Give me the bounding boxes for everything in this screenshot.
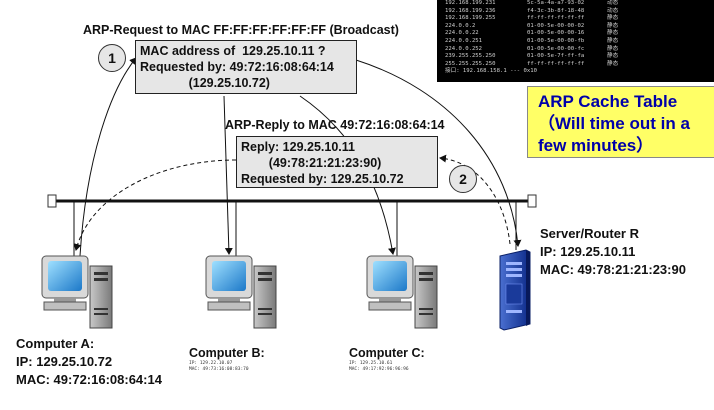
row-type: 静态 — [607, 30, 619, 37]
arp-cache-terminal: 192.168.199.231 5c-5a-4a-a7-93-02 动态 192.1… — [437, 0, 714, 82]
computer-a-mac: MAC: 49:72:16:08:64:14 — [16, 372, 162, 387]
row-mac: 01-00-5e-00-00-fc — [527, 45, 585, 52]
cache-title: ARP Cache Table — [538, 92, 678, 111]
row-type: 静态 — [607, 53, 619, 60]
cache-note-line1: （Will time out in a — [538, 114, 690, 133]
row-type: 动态 — [607, 7, 619, 14]
reply-arrow-server — [439, 154, 511, 245]
row-mac: 01-00-5e-00-00-02 — [527, 22, 585, 29]
row-type: 动态 — [607, 0, 619, 6]
terminal-interface-line: 接口: 192.168.158.1 --- 0x10 — [445, 68, 538, 75]
computer-c-mac: MAC: 49:17:92:96:96:96 — [349, 367, 409, 372]
terminal-row: 192.168.199.255 ff-ff-ff-ff-ff-ff 静态 — [437, 15, 714, 23]
bus-terminator-right — [527, 194, 537, 208]
computer-b-ip: IP: 129.22.10.07 — [189, 361, 233, 366]
request-line-requester-mac: Requested by: 49:72:16:08:64:14 — [140, 60, 334, 74]
terminal-row: 192.168.199.236 f4-3c-3b-8f-18-48 动态 — [437, 8, 714, 16]
request-arrow-server — [355, 59, 522, 247]
computer-c-name: Computer C: — [349, 346, 425, 360]
row-type: 静态 — [607, 37, 619, 44]
row-mac: 01-00-5e-00-00-fb — [527, 37, 585, 44]
terminal-row: 接口: 192.168.158.1 --- 0x10 — [437, 68, 714, 76]
computer-a-icon — [41, 255, 113, 329]
arp-reply-box: Reply: 129.25.10.11 (49:78:21:21:23:90) … — [236, 136, 438, 188]
computer-a-label: Computer A: IP: 129.25.10.72 MAC: 49:72:… — [16, 335, 162, 389]
arp-request-box: MAC address of 129.25.10.11 ? Requested … — [135, 40, 357, 94]
row-ip: 224.0.0.251 — [445, 37, 483, 44]
row-type: 静态 — [607, 22, 619, 29]
cache-note-line2: few minutes） — [538, 136, 654, 155]
row-ip: 224.0.0.2 — [445, 22, 476, 29]
row-ip: 239.255.255.250 — [445, 53, 496, 60]
terminal-row: 239.255.255.250 01-00-5e-7f-ff-fa 静态 — [437, 53, 714, 61]
terminal-row: 224.0.0.22 01-00-5e-00-00-16 静态 — [437, 30, 714, 38]
server-mac: MAC: 49:78:21:21:23:90 — [540, 262, 686, 277]
reply-arrow-a — [73, 159, 237, 251]
reply-line-requester: Requested by: 129.25.10.72 — [241, 172, 404, 186]
row-mac: ff-ff-ff-ff-ff-ff — [527, 15, 585, 22]
request-line-requester-ip: (129.25.10.72) — [140, 76, 270, 90]
row-ip: 192.168.199.231 — [445, 0, 496, 6]
row-ip: 192.168.199.255 — [445, 15, 496, 22]
arp-cache-table-callout: ARP Cache Table （Will time out in a few … — [527, 86, 714, 158]
reply-line-mac: (49:78:21:21:23:90) — [241, 156, 382, 170]
computer-b-name: Computer B: — [189, 346, 265, 360]
terminal-row: 255.255.255.250 ff-ff-ff-ff-ff-ff 静态 — [437, 61, 714, 69]
request-line-target: MAC address of 129.25.10.11 ? — [140, 44, 326, 58]
computer-c-icon — [366, 255, 438, 329]
row-type: 静态 — [607, 60, 619, 67]
step-1-badge: 1 — [98, 44, 126, 72]
server-tower-icon — [499, 249, 531, 331]
row-mac: f4-3c-3b-8f-18-48 — [527, 7, 585, 14]
server-label: Server/Router R IP: 129.25.10.11 MAC: 49… — [540, 225, 686, 279]
computer-b-mac: MAC: 49:73:16:08:83:70 — [189, 367, 249, 372]
step-2-badge: 2 — [449, 165, 477, 193]
row-mac: 01-00-5e-7f-ff-fa — [527, 53, 585, 60]
row-type: 静态 — [607, 15, 619, 22]
request-arrow-a — [79, 57, 137, 257]
request-arrow-b — [223, 95, 233, 255]
server-name: Server/Router R — [540, 226, 639, 241]
row-ip: 224.0.0.252 — [445, 45, 483, 52]
terminal-row: 192.168.199.231 5c-5a-4a-a7-93-02 动态 — [437, 0, 714, 8]
computer-b-icon — [205, 255, 277, 329]
ethernet-bus — [47, 194, 537, 208]
row-ip: 192.168.199.236 — [445, 7, 496, 14]
terminal-row: 224.0.0.2 01-00-5e-00-00-02 静态 — [437, 23, 714, 31]
server-ip: IP: 129.25.10.11 — [540, 244, 636, 259]
row-ip: 224.0.0.22 — [445, 30, 479, 37]
row-ip: 255.255.255.250 — [445, 60, 496, 67]
computer-a-ip: IP: 129.25.10.72 — [16, 354, 113, 369]
row-mac: 01-00-5e-00-00-16 — [527, 30, 585, 37]
row-mac: 5c-5a-4a-a7-93-02 — [527, 0, 585, 6]
row-mac: ff-ff-ff-ff-ff-ff — [527, 60, 585, 67]
bus-terminator-left — [47, 194, 57, 208]
arp-request-title: ARP-Request to MAC FF:FF:FF:FF:FF:FF (Br… — [83, 23, 399, 37]
computer-c-ip: IP: 129.25.10.61 — [349, 361, 393, 366]
terminal-row: 224.0.0.252 01-00-5e-00-00-fc 静态 — [437, 46, 714, 54]
arp-reply-title: ARP-Reply to MAC 49:72:16:08:64:14 — [225, 118, 445, 132]
row-type: 静态 — [607, 45, 619, 52]
computer-a-name: Computer A: — [16, 336, 95, 351]
reply-line-ip: Reply: 129.25.10.11 — [241, 140, 355, 154]
terminal-row: 224.0.0.251 01-00-5e-00-00-fb 静态 — [437, 38, 714, 46]
